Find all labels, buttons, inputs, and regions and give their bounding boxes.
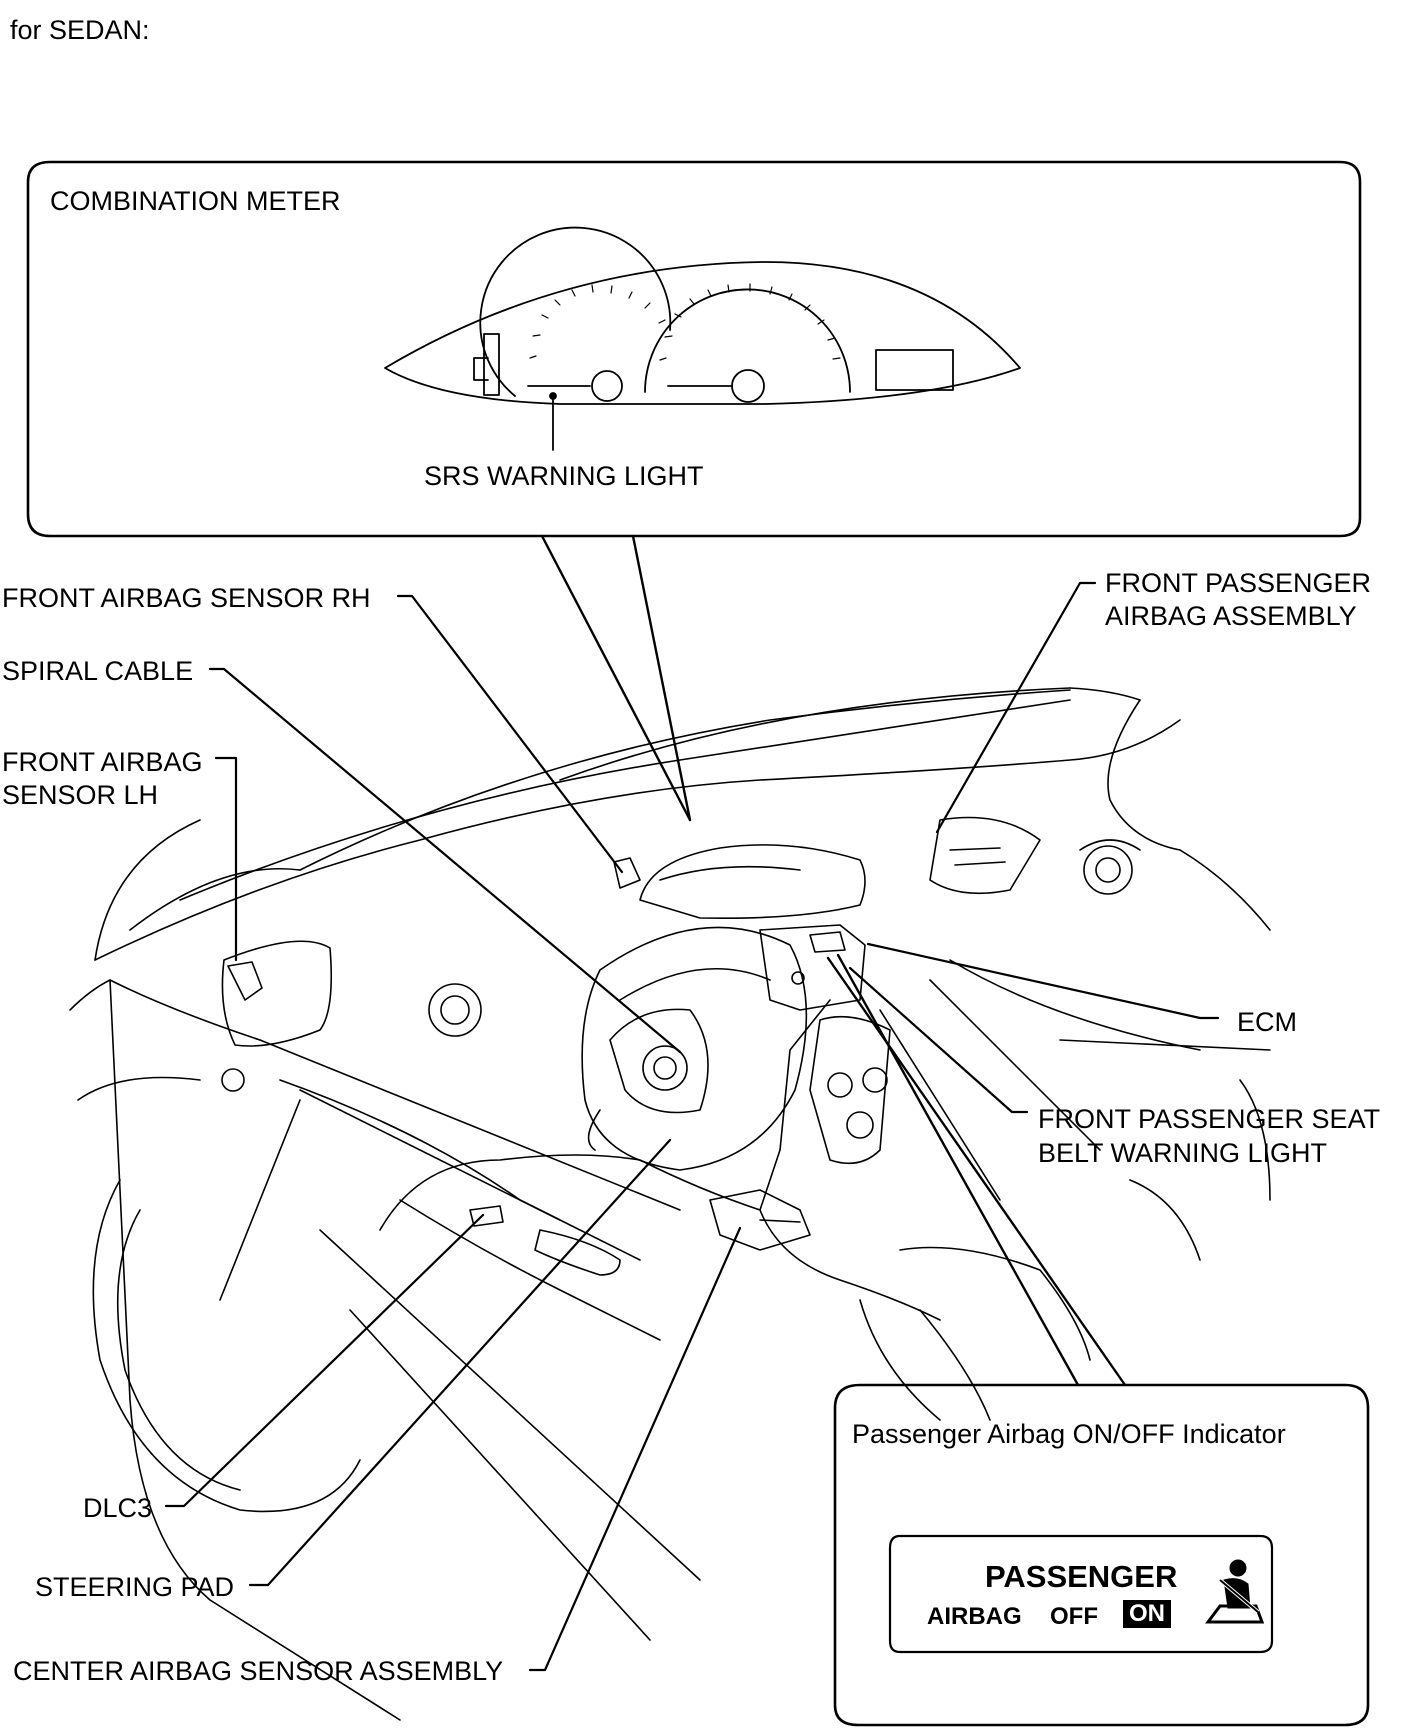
combination-meter-drawing	[384, 226, 1021, 405]
center-airbag-sensor-label: CENTER AIRBAG SENSOR ASSEMBLY	[13, 1656, 504, 1686]
seat-belt-warning-light-label-line1: FRONT PASSENGER SEAT	[1038, 1104, 1381, 1134]
steering-pad-label: STEERING PAD	[35, 1572, 235, 1602]
spiral-cable-label: SPIRAL CABLE	[2, 656, 194, 686]
indicator-on-text: ON	[1123, 1600, 1171, 1628]
front-passenger-airbag-label-line2: AIRBAG ASSEMBLY	[1105, 601, 1357, 631]
indicator-off-text: OFF	[1050, 1603, 1098, 1630]
indicator-panel	[888, 1534, 1274, 1654]
dlc3-label: DLC3	[83, 1493, 153, 1523]
seat-belt-warning-light-label-line2: BELT WARNING LIGHT	[1038, 1138, 1328, 1168]
front-airbag-sensor-lh-label-line1: FRONT AIRBAG	[2, 747, 203, 777]
front-passenger-airbag-label-line1: FRONT PASSENGER	[1105, 568, 1372, 598]
meter-box-title: COMBINATION METER	[50, 186, 341, 216]
seatbelt-person-icon	[1205, 1559, 1265, 1624]
front-airbag-sensor-lh-label-line2: SENSOR LH	[2, 780, 159, 810]
meter-callout-box	[26, 160, 1362, 538]
car-interior-drawing	[69, 687, 1271, 1721]
front-airbag-sensor-rh-label: FRONT AIRBAG SENSOR RH	[2, 583, 371, 613]
indicator-passenger-text: PASSENGER	[985, 1559, 1178, 1594]
indicator-callout-box	[833, 1383, 1370, 1727]
page-heading: for SEDAN:	[10, 15, 150, 45]
ecm-label: ECM	[1237, 1007, 1297, 1037]
indicator-box-title: Passenger Airbag ON/OFF Indicator	[852, 1419, 1286, 1449]
indicator-airbag-text: AIRBAG	[927, 1603, 1022, 1630]
srs-warning-light-label: SRS WARNING LIGHT	[424, 461, 704, 491]
